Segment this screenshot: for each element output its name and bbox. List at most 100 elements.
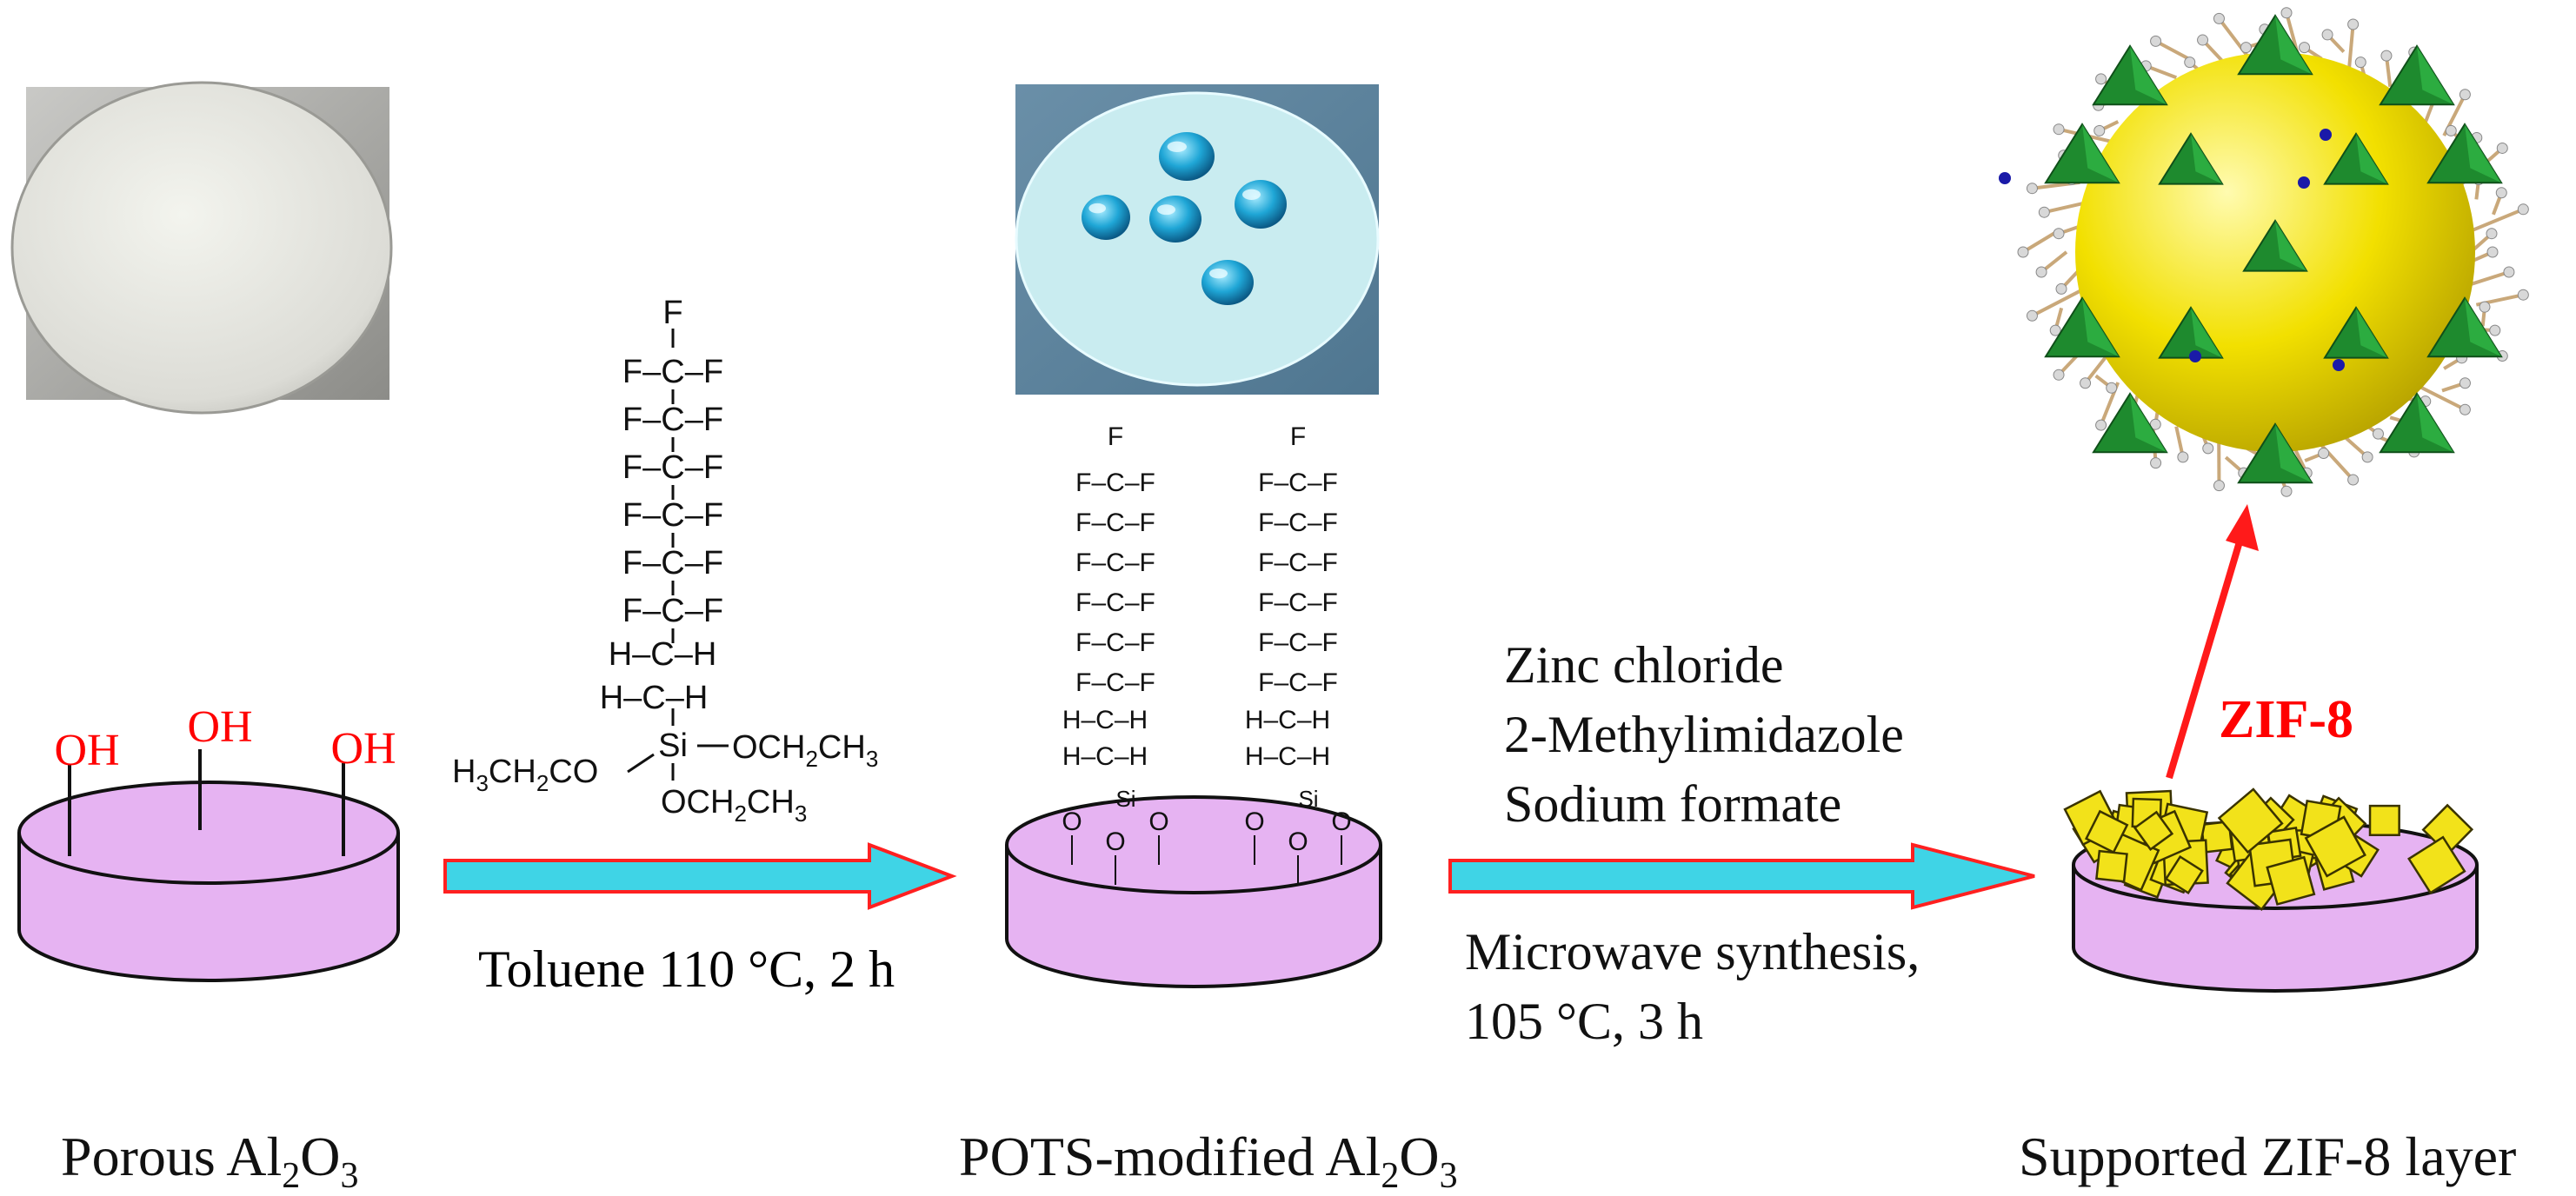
nitrogen-atom [2298, 176, 2310, 189]
water-droplet [1201, 260, 1254, 305]
molecule-ch-row: H–C–H [609, 636, 717, 673]
droplet-highlight [1088, 203, 1106, 214]
grafted-si: Si [1115, 786, 1135, 812]
photo-porous-alumina [10, 81, 393, 415]
grafted-oxygen: O [1148, 807, 1168, 836]
grafted-oxygen: O [1331, 807, 1351, 836]
grafted-ch-row: H–C–H [1062, 706, 1148, 734]
reagent-sodium-formate: Sodium formate [1504, 775, 1841, 833]
framework-tetrahedra [1999, 14, 2503, 484]
grafted-oxygen: O [1288, 827, 1308, 856]
linker-atom [2503, 266, 2515, 278]
tetrahedron-face [2191, 134, 2222, 184]
linker-atom [2347, 474, 2360, 486]
tetrahedron-face [2275, 16, 2312, 75]
grafted-cf-row: F–C–F [1075, 628, 1155, 657]
linker-atom [2240, 42, 2252, 54]
linker-atom [2380, 50, 2393, 62]
reaction-arrow-1 [443, 842, 957, 910]
molecule-cf-row: F–C–F [622, 593, 723, 629]
grafted-oxygen: O [1105, 827, 1125, 856]
molecule-cf-row: F–C–F [622, 402, 723, 438]
zif8-crystal [2304, 815, 2366, 878]
linker-atom [2372, 428, 2384, 440]
photo-pots-droplets [1015, 84, 1380, 395]
tetrahedron-face [2465, 298, 2501, 357]
zif8-crystal [2164, 854, 2204, 895]
grafted-oxygen: O [1062, 807, 1082, 836]
linker-atom [2177, 451, 2189, 463]
grafted-oxygen: O [1244, 807, 1264, 836]
label-porous-alumina: Porous Al2O3 [61, 1126, 359, 1196]
zif8-crystal [2133, 810, 2174, 851]
zif8-crystal [2095, 849, 2128, 883]
linker-atom [2026, 309, 2038, 322]
linker-atom [2184, 56, 2196, 69]
tetrahedron-face [2417, 394, 2453, 453]
linker-atom [2095, 73, 2107, 85]
linker-atom [2479, 301, 2491, 313]
molecule-cf-row: F–C–F [622, 449, 723, 486]
zif8-crystal [2084, 809, 2129, 854]
linker-atom [2080, 377, 2092, 389]
tetrahedron-face [2417, 46, 2453, 105]
reaction-arrow-2 [1448, 842, 2035, 910]
linker-atom [2459, 403, 2471, 415]
grafted-top-f: F [1290, 422, 1306, 451]
linker-atom [2053, 369, 2065, 381]
grafted-si: Si [1298, 786, 1318, 812]
zif8-structure-arrow [2166, 504, 2259, 780]
label-zif8-layer: Supported ZIF-8 layer [2019, 1126, 2516, 1187]
linker-atom [2150, 35, 2162, 47]
molecule-right-group: OCH2CH3 [732, 729, 878, 772]
nitrogen-atom [1999, 172, 2011, 184]
molecule-cf-row: F–C–F [622, 497, 723, 534]
nitrogen-atom [2320, 129, 2332, 141]
tetrahedron-face [2191, 308, 2222, 358]
hydroxyl-label-1: OH [54, 726, 119, 775]
linker-atom [2035, 266, 2047, 278]
grafted-cf-row: F–C–F [1258, 468, 1338, 497]
grafted-cf-row: F–C–F [1075, 588, 1155, 617]
nitrogen-atom [2189, 350, 2201, 362]
condition-line-2: 105 °C, 3 h [1465, 993, 1703, 1050]
linker-atom [2459, 377, 2471, 389]
tetrahedron-face [2275, 424, 2312, 483]
stage-labels: Porous Al2O3 POTS-modified Al2O3 Support… [61, 1126, 2516, 1196]
zif8-label: ZIF-8 [2219, 690, 2353, 749]
reagent-zinc-chloride: Zinc chloride [1504, 636, 1784, 694]
grafted-cf-row: F–C–F [1075, 468, 1155, 497]
grafted-ch-row: H–C–H [1245, 706, 1330, 734]
reagent-methylimidazole: 2-Methylimidazole [1504, 706, 1904, 763]
tetrahedron-face [2356, 134, 2387, 184]
linker-atom [2093, 124, 2106, 136]
water-droplet [1159, 132, 1215, 181]
linker-atom [2202, 442, 2214, 455]
molecule-cf-row: F–C–F [622, 354, 723, 390]
linker-atom [2517, 289, 2529, 301]
linker-atom [2017, 246, 2029, 258]
zif8-framework [1999, 7, 2529, 497]
tetrahedron-face [2082, 124, 2119, 183]
linker-atom [2150, 457, 2162, 469]
linker-atom [2055, 282, 2067, 295]
linker-bond [2043, 201, 2087, 215]
linker-atom [2495, 187, 2507, 199]
linker-atom [2517, 203, 2529, 216]
tetrahedron-face [2130, 394, 2167, 453]
molecule-left-group: H3CH2CO [452, 754, 598, 796]
grafted-cf-row: F–C–F [1258, 668, 1338, 697]
linker-atom [2354, 56, 2366, 69]
molecule-cf-chain: F–C–FF–C–FF–C–FF–C–FF–C–FF–C–F [622, 354, 723, 643]
linker-atom [2299, 42, 2311, 54]
linker-atom [2496, 142, 2508, 154]
zif8-crystal [2407, 835, 2466, 895]
linker-atom [2095, 419, 2107, 431]
grafted-cf-row: F–C–F [1075, 508, 1155, 537]
linker-atom [2321, 29, 2333, 41]
grafted-ch-row: H–C–H [1062, 742, 1148, 771]
linker-atom [2213, 12, 2225, 24]
molecule-bottom-group: OCH2CH3 [661, 784, 807, 827]
linker-atom [2318, 448, 2330, 460]
